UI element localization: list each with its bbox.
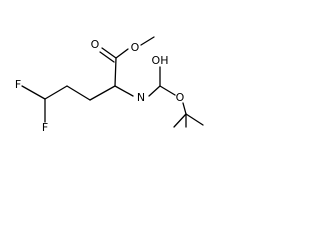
bond-carbonyl-to-ester-o — [115, 48, 129, 59]
bond-alpha-to-beta — [89, 85, 116, 101]
bond-n-to-boc-carbonyl — [148, 85, 161, 97]
molecule-drawing: O O F F OH N O — [15, 36, 204, 134]
bond-ester-carbonyl-double-1 — [101, 47, 117, 59]
atom-label-hydroxyl: OH — [152, 54, 169, 67]
bond-carbonyl-to-alpha — [114, 57, 117, 87]
bond-ester-carbonyl-double-2 — [99, 51, 115, 63]
bond-beta-to-gamma — [66, 85, 91, 101]
bond-ester-o-to-methyl — [140, 36, 155, 46]
structure-diagram: O O F F OH N O — [0, 0, 226, 163]
bond-gamma-to-chf2 — [44, 85, 68, 100]
bond-chf2-to-f-upper — [21, 85, 46, 100]
bond-alpha-to-n — [114, 85, 134, 97]
bond-ether-o-to-quaternary-c — [182, 102, 187, 115]
atom-label-ester-ether-o: O — [131, 41, 140, 54]
atom-label-ester-carbonyl-o: O — [91, 38, 100, 51]
atom-label-fluorine-lower: F — [42, 121, 48, 134]
bond-tbu-methyl-left — [173, 113, 187, 128]
bond-boc-carbonyl-to-ether-o — [159, 85, 176, 96]
bond-tbu-methyl-right — [185, 113, 204, 126]
atom-label-amide-n: N — [137, 91, 145, 104]
atom-label-fluorine-upper: F — [15, 78, 21, 91]
atom-label-boc-ether-o: O — [176, 91, 185, 104]
